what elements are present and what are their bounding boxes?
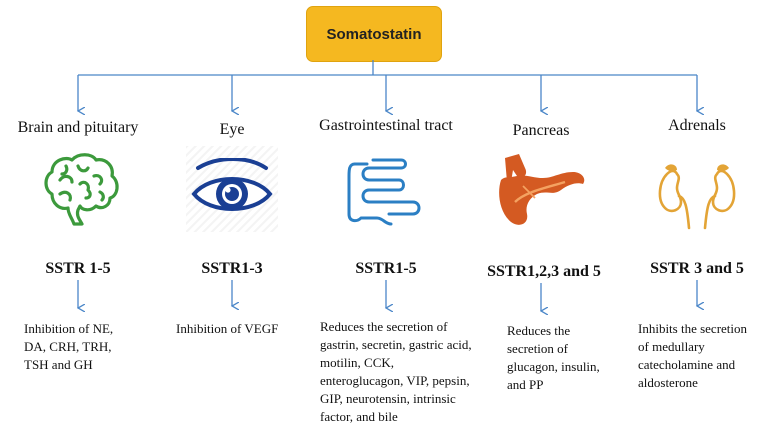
effect-line: motilin, CCK, [320, 355, 395, 370]
effect-line: Inhibition of VEGF [176, 321, 279, 336]
target-title-brain: Brain and pituitary [17, 119, 139, 136]
effect-line: TSH and GH [24, 357, 93, 372]
effect-line: secretion of [507, 341, 569, 356]
effect-line: gastrin, secretin, gastric acid, [320, 337, 472, 352]
intestine-icon [347, 158, 421, 226]
receptor-brain: SSTR 1-5 [45, 260, 111, 277]
effect-line: factor, and bile [320, 409, 398, 424]
receptor-pancreas: SSTR1,2,3 and 5 [487, 263, 601, 280]
effects-adrenals: Inhibits the secretion of medullary cate… [638, 320, 747, 392]
effect-line: DA, CRH, TRH, [24, 339, 112, 354]
pancreas-icon [499, 154, 585, 225]
brain-icon [44, 153, 119, 226]
receptor-adrenals: SSTR 3 and 5 [650, 260, 744, 277]
target-title-gi: Gastrointestinal tract [319, 117, 453, 134]
effect-line: aldosterone [638, 375, 698, 390]
effect-line: glucagon, insulin, [507, 359, 600, 374]
somatostatin-root-box: Somatostatin [306, 6, 442, 62]
eye-icon [191, 158, 273, 211]
target-title-pancreas: Pancreas [512, 122, 570, 139]
effect-line: catecholamine and [638, 357, 736, 372]
adrenals-icon [658, 164, 736, 230]
root-label: Somatostatin [326, 25, 422, 43]
effect-line: and PP [507, 377, 544, 392]
receptor-gi: SSTR1-5 [355, 260, 417, 277]
effect-line: enteroglucagon, VIP, pepsin, [320, 373, 470, 388]
effect-line: GIP, neurotensin, intrinsic [320, 391, 456, 406]
effect-line: Reduces the secretion of [320, 319, 448, 334]
effects-eye: Inhibition of VEGF [176, 320, 278, 338]
effect-line: of medullary [638, 339, 705, 354]
effects-pancreas: Reduces the secretion of glucagon, insul… [507, 322, 600, 394]
target-title-adrenals: Adrenals [668, 117, 726, 134]
receptor-eye: SSTR1-3 [201, 260, 263, 277]
effect-line: Inhibits the secretion [638, 321, 748, 336]
effects-gi: Reduces the secretion of gastrin, secret… [320, 318, 472, 426]
effects-brain: Inhibition of NE, DA, CRH, TRH, TSH and … [24, 320, 113, 374]
target-title-eye: Eye [219, 121, 245, 138]
effect-line: Reduces the [507, 323, 571, 338]
effect-line: Inhibition of NE, [24, 321, 114, 336]
